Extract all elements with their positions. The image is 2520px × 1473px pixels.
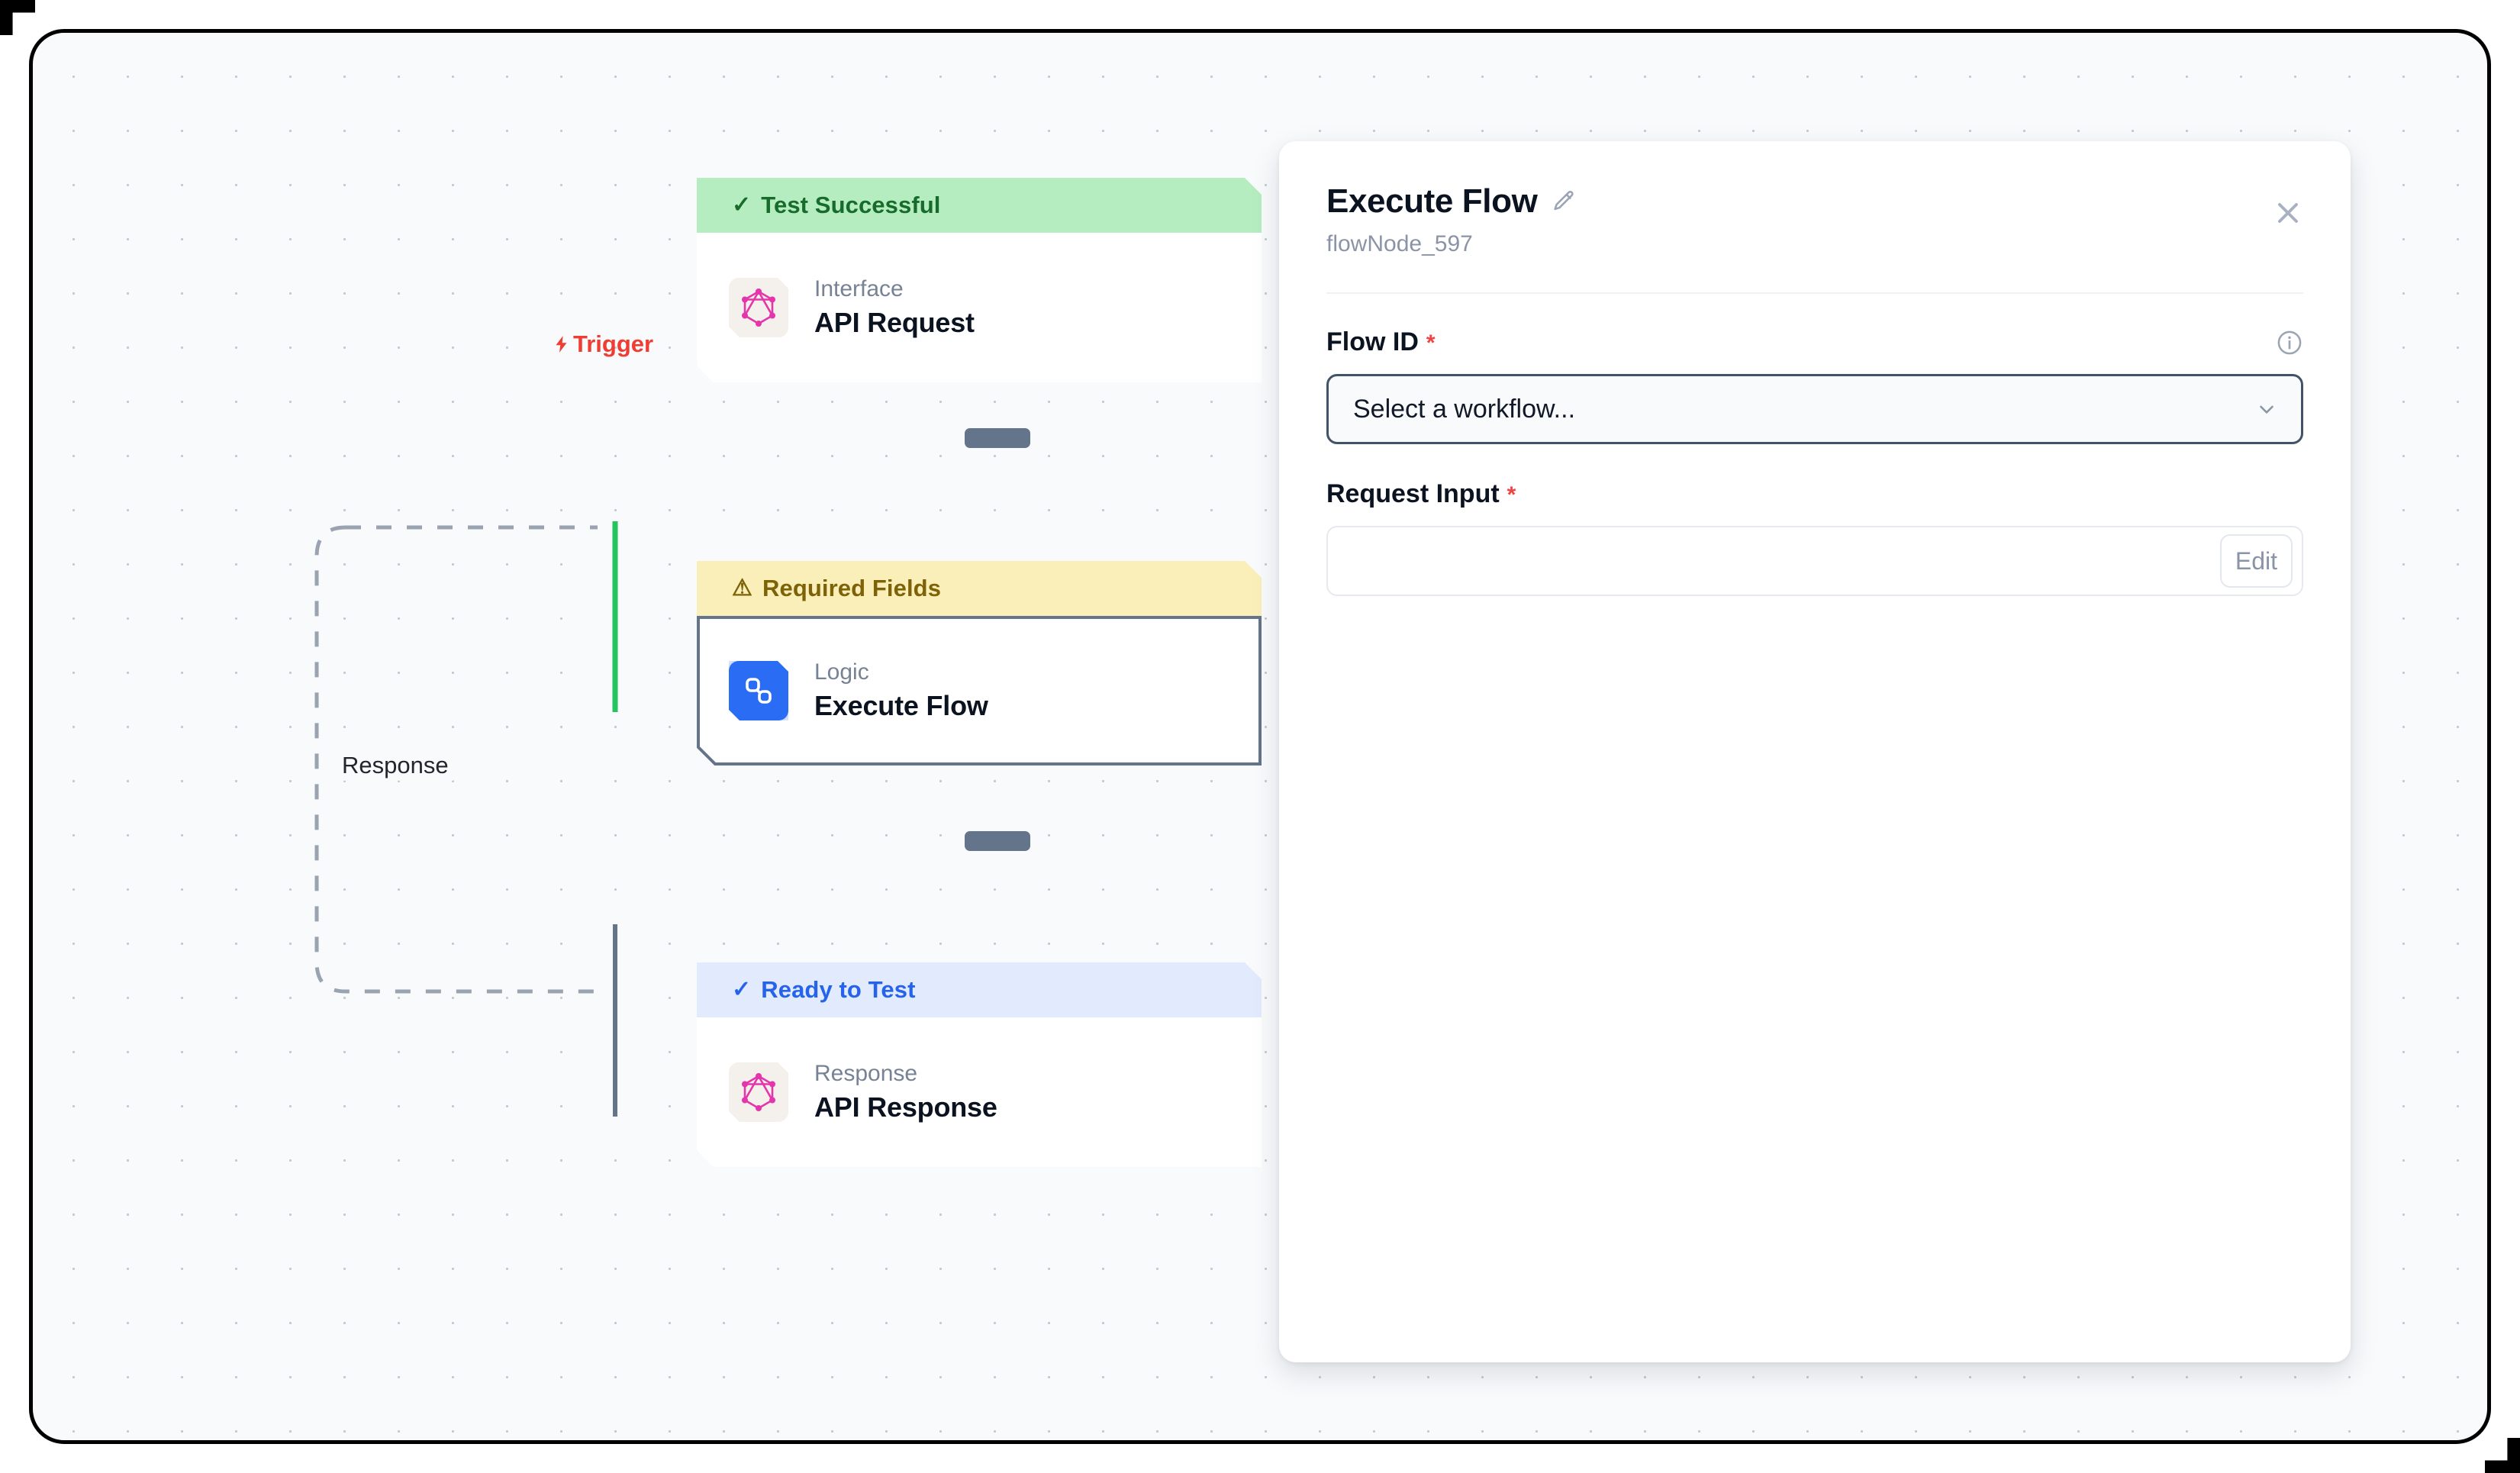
close-button[interactable] xyxy=(2268,193,2308,233)
node-status-badge-api-response: ✓ Ready to Test xyxy=(697,962,1262,1017)
warning-icon: ⚠ xyxy=(732,575,752,601)
page-title: Execute Flow xyxy=(1326,182,1538,220)
frame-corner-mark-top-left xyxy=(0,0,35,35)
handle-api-request-source[interactable] xyxy=(965,428,1030,448)
node-kind-label: Logic xyxy=(814,659,869,685)
field-label-row-flow-id: Flow ID * xyxy=(1326,327,2303,357)
panel-title-row: Execute Flow xyxy=(1326,182,2303,221)
request-input-field[interactable]: Edit xyxy=(1326,526,2303,596)
field-label-row-request-input: Request Input * xyxy=(1326,479,2303,509)
check-icon: ✓ xyxy=(732,192,752,218)
pencil-icon[interactable] xyxy=(1551,189,1577,214)
field-request-input: Request Input * Edit xyxy=(1326,479,2303,596)
node-text-api-response: Response API Response xyxy=(814,1061,997,1123)
node-status-badge-api-request: ✓ Test Successful xyxy=(697,178,1262,233)
panel-form: Flow ID * Select a workflow... xyxy=(1326,294,2303,596)
node-body-api-request[interactable]: Interface API Request xyxy=(697,233,1262,382)
graphql-icon xyxy=(729,278,788,337)
handle-execute-flow-source[interactable] xyxy=(965,831,1030,851)
node-title-label: API Request xyxy=(814,307,975,338)
node-status-label: Test Successful xyxy=(761,192,941,218)
info-icon[interactable] xyxy=(2276,329,2303,356)
node-kind-label: Response xyxy=(814,1061,918,1086)
request-input-edit-button[interactable]: Edit xyxy=(2219,534,2293,588)
node-title-label: API Response xyxy=(814,1091,997,1123)
node-body-execute-flow[interactable]: Logic Execute Flow xyxy=(697,616,1262,766)
edge-label-trigger: Trigger xyxy=(552,330,653,358)
frame-corner-mark-bottom-right xyxy=(2485,1438,2520,1473)
node-kind-label: Interface xyxy=(814,276,904,301)
node-status-label: Ready to Test xyxy=(761,976,916,1003)
required-marker: * xyxy=(1426,330,1436,356)
flow-id-select-value: Select a workflow... xyxy=(1353,394,1576,424)
chevron-down-icon xyxy=(2260,405,2273,414)
node-status-label: Required Fields xyxy=(762,575,942,601)
node-status-badge-execute-flow: ⚠ Required Fields xyxy=(697,561,1262,616)
field-label-flow-id: Flow ID * xyxy=(1326,327,1436,357)
panel-subtitle: flowNode_597 xyxy=(1326,231,1473,256)
graphql-icon xyxy=(729,1062,788,1122)
field-label-text: Request Input xyxy=(1326,479,1500,508)
flow-id-select[interactable]: Select a workflow... xyxy=(1326,374,2303,444)
check-icon: ✓ xyxy=(732,977,752,1002)
node-title-label: Execute Flow xyxy=(814,690,988,721)
flow-canvas[interactable]: Trigger Response ✓ Test Successful xyxy=(29,29,2491,1444)
panel-divider xyxy=(1326,292,2303,294)
node-execute-flow[interactable]: ⚠ Required Fields Logic E xyxy=(697,561,1262,766)
panel-header: Execute Flow flowNode_597 xyxy=(1326,182,2303,257)
field-label-text: Flow ID xyxy=(1326,327,1419,356)
node-api-response[interactable]: ✓ Ready to Test Response xyxy=(697,962,1262,1167)
close-icon xyxy=(2278,203,2298,223)
field-label-request-input: Request Input * xyxy=(1326,479,1516,509)
lightning-bolt-icon xyxy=(556,336,567,353)
node-properties-panel: Execute Flow flowNode_597 Flow ID xyxy=(1279,141,2351,1362)
node-body-api-response[interactable]: Response API Response xyxy=(697,1017,1262,1167)
logic-flow-icon xyxy=(729,661,788,720)
node-text-api-request: Interface API Request xyxy=(814,276,975,339)
node-api-request[interactable]: ✓ Test Successful Interface xyxy=(697,178,1262,382)
node-text-execute-flow: Logic Execute Flow xyxy=(814,659,988,722)
field-flow-id: Flow ID * Select a workflow... xyxy=(1326,327,2303,444)
required-marker: * xyxy=(1507,482,1516,508)
edge-label-trigger-text: Trigger xyxy=(573,330,654,357)
edge-label-response: Response xyxy=(337,750,453,781)
